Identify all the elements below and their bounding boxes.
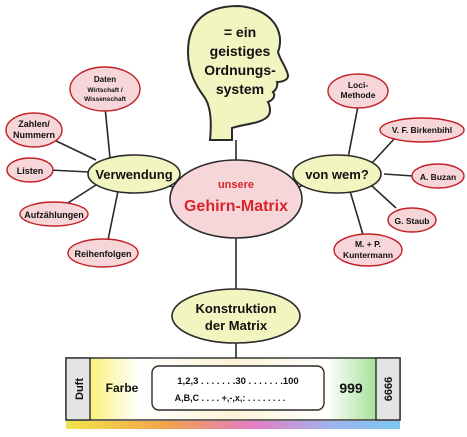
leaf-loci-line-1: Loci- — [348, 80, 368, 90]
head-text-line-3: Ordnungs- — [204, 62, 276, 78]
matrix-color-strip — [66, 421, 400, 429]
leaf-daten-line-3: Wissenschaft — [84, 96, 127, 103]
hub-konstruktion-line-2: der Matrix — [205, 318, 268, 333]
leaf-daten-line-1: Daten — [94, 75, 116, 84]
matrix-bar: Duft 6666 Farbe 999 1,2,3 . . . . . . .3… — [65, 357, 401, 429]
head-node: = ein geistiges Ordnungs- system — [186, 4, 290, 141]
matrix-left-cap — [65, 357, 91, 421]
matrix-center-box — [151, 365, 325, 411]
hub-verwendung: Verwendung — [87, 154, 181, 194]
matrix-row-1: 1,2,3 . . . . . . .30 . . . . . . .100 — [177, 376, 298, 387]
hub-konstruktion-line-1: Konstruktion — [196, 301, 277, 316]
leaf-birkenbihl: V. F. Birkenbihl — [379, 117, 465, 143]
leaf-aufzaehlungen-label: Aufzählungen — [24, 210, 84, 220]
leaf-buzan-label: A. Buzan — [420, 172, 456, 182]
leaf-kuntermann: M. + P. Kuntermann — [333, 233, 403, 267]
leaf-listen-label: Listen — [17, 166, 44, 176]
leaf-staub-label: G. Staub — [395, 216, 430, 226]
leaf-kuntermann-line-1: M. + P. — [355, 239, 381, 249]
matrix-left-inner-label: Farbe — [106, 381, 139, 395]
leaf-kuntermann-line-2: Kuntermann — [343, 250, 393, 260]
matrix-left-outer-label: Duft — [74, 378, 86, 400]
matrix-row-2: A,B,C . . . . +,-,x,: . . . . . . . . — [175, 393, 286, 403]
head-text-line-4: system — [216, 81, 264, 97]
leaf-zahlen: Zahlen/ Nummern — [5, 112, 63, 148]
leaf-birkenbihl-label: V. F. Birkenbihl — [392, 125, 452, 135]
matrix-right-inner-label: 999 — [339, 380, 363, 396]
leaf-zahlen-line-2: Nummern — [13, 130, 55, 140]
center-node: unsere Gehirn-Matrix — [169, 159, 303, 239]
leaf-buzan: A. Buzan — [411, 163, 465, 189]
leaf-loci-line-2: Methode — [341, 90, 376, 100]
connector-lines — [49, 105, 414, 358]
leaf-zahlen-line-1: Zahlen/ — [18, 119, 50, 129]
leaf-listen: Listen — [6, 157, 54, 183]
center-main-text: Gehirn-Matrix — [184, 198, 288, 215]
human-head-silhouette-icon — [186, 4, 290, 141]
head-text-line-1: = ein — [224, 24, 256, 40]
leaf-daten-line-2: Wirtschaft / — [87, 87, 123, 94]
leaf-daten: Daten Wirtschaft / Wissenschaft — [69, 66, 141, 112]
leaf-staub: G. Staub — [387, 207, 437, 233]
head-text-line-2: geistiges — [210, 43, 271, 59]
hub-von-wem-label: von wem? — [305, 167, 369, 182]
center-small-text: unsere — [218, 179, 254, 191]
hub-von-wem: von wem? — [292, 154, 382, 194]
hub-konstruktion: Konstruktion der Matrix — [171, 288, 301, 344]
matrix-right-outer-label: 6666 — [383, 377, 395, 401]
leaf-loci-methode: Loci- Methode — [327, 73, 389, 109]
leaf-reihenfolgen-label: Reihenfolgen — [74, 249, 131, 259]
leaf-reihenfolgen: Reihenfolgen — [67, 238, 139, 268]
hub-verwendung-label: Verwendung — [95, 167, 172, 182]
leaf-aufzaehlungen: Aufzählungen — [19, 201, 89, 227]
matrix-right-cap — [375, 357, 401, 421]
